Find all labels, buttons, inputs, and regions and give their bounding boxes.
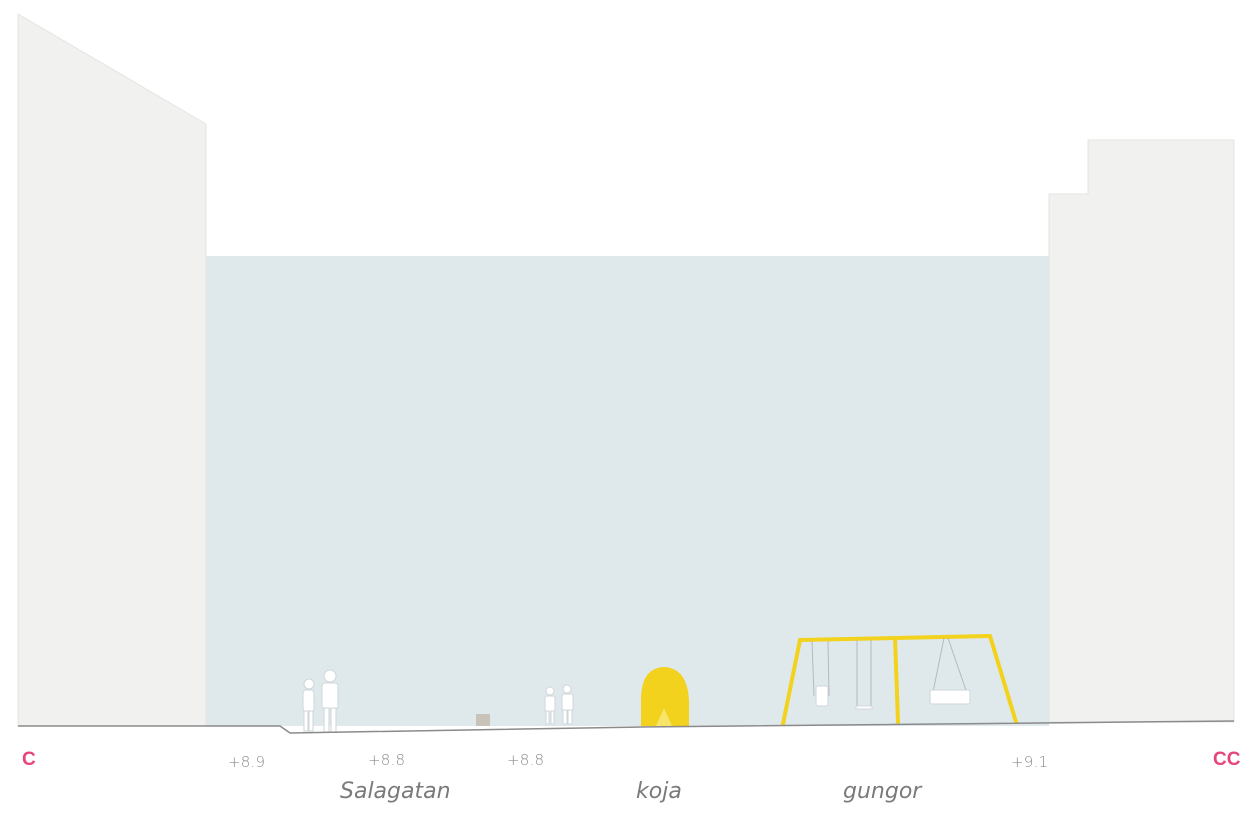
courtyard-volume <box>206 256 1049 726</box>
bench-box <box>476 714 490 726</box>
section-mark-right: CC <box>1213 749 1241 770</box>
elevation-label: +8.8 <box>368 751 406 769</box>
place-label-swings: gungor <box>843 779 922 804</box>
swing-ropes <box>811 637 971 706</box>
koja-hut <box>641 667 689 726</box>
elevation-label: +8.8 <box>507 751 545 769</box>
left-building <box>17 13 207 727</box>
swing-set <box>781 634 1018 726</box>
people-figures-left <box>302 669 339 733</box>
elevation-label: +8.9 <box>228 753 266 771</box>
section-mark-left: C <box>22 749 36 770</box>
right-building <box>1048 139 1235 723</box>
swing-seats <box>815 685 971 710</box>
place-label-hut: koja <box>636 779 682 804</box>
people-figures-middle <box>544 684 574 725</box>
koja-hut-opening <box>656 708 672 726</box>
elevation-label: +9.1 <box>1011 753 1049 771</box>
ground-line <box>18 720 1235 734</box>
place-label-street: Salagatan <box>340 779 451 804</box>
